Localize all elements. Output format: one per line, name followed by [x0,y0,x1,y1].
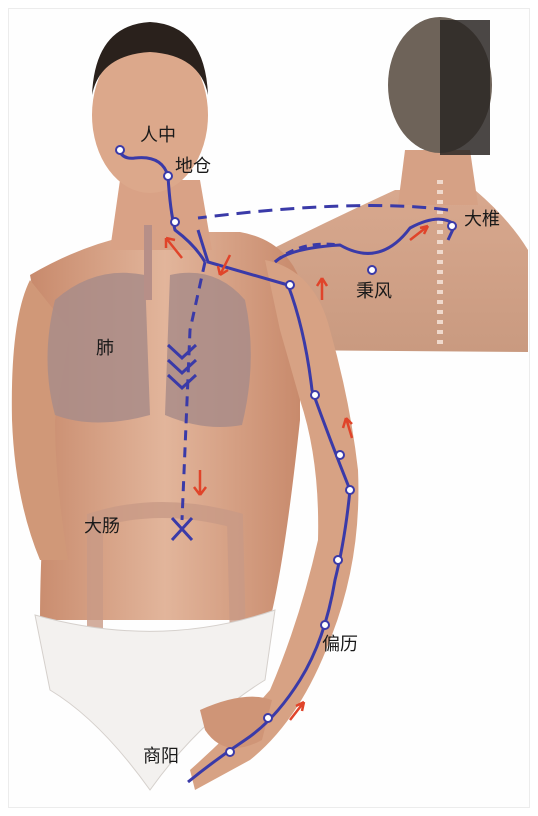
intestine-cross-mark [170,516,194,542]
label-dicang: 地仓 [175,156,211,177]
chevron-1 [166,343,198,361]
point-pianli [320,620,330,630]
label-pianli: 偏历 [322,634,358,655]
point-arm-2 [335,450,345,460]
arrow-back [409,224,430,241]
label-fei: 肺 [96,338,114,359]
point-dazhui [447,221,457,231]
point-renzhong [115,145,125,155]
label-shangyang: 商阳 [143,746,179,767]
label-bingfeng: 秉风 [356,281,392,302]
neck [110,180,212,250]
head-cut-half [440,20,490,155]
arrow-chest [216,254,232,277]
meridian-dashed-top [197,204,449,220]
arrow-upper-arm [341,417,354,439]
back-view [270,17,528,352]
front-body [11,22,359,791]
meridian-shoulder-segment [273,217,457,264]
point-neck [170,217,180,227]
meridian-arm-segment [187,284,352,784]
label-dachang: 大肠 [84,516,120,537]
chevron-3 [166,373,198,391]
meridian-dashed-return [274,242,341,264]
direction-arrows [164,224,430,721]
point-dicang [163,171,173,181]
arrow-abdomen [193,470,207,496]
arrow-shoulder [315,277,329,300]
label-renzhong: 人中 [140,125,176,146]
point-arm-3 [345,485,355,495]
cross-line-2 [170,516,194,542]
point-arm-1 [310,390,320,400]
chevron-2 [166,358,198,376]
back-neck [398,150,478,205]
arrow-neck [164,236,183,259]
back-shoulders [270,190,528,352]
arrow-forearm [289,700,306,721]
downward-chevrons [166,343,198,391]
left-lung [165,272,251,428]
point-hand-2 [225,747,235,757]
meridian-dashed-down [180,261,207,521]
acupoint-markers [115,145,457,757]
point-hand-1 [263,713,273,723]
right-lung [47,272,150,423]
meridian-chest-segment [196,229,289,287]
label-dazhui: 大椎 [464,209,500,230]
meridian-path [116,147,457,784]
hair [92,22,208,95]
point-shoulder [285,280,295,290]
point-bingfeng [367,265,377,275]
point-arm-4 [333,555,343,565]
large-intestine [87,502,246,641]
